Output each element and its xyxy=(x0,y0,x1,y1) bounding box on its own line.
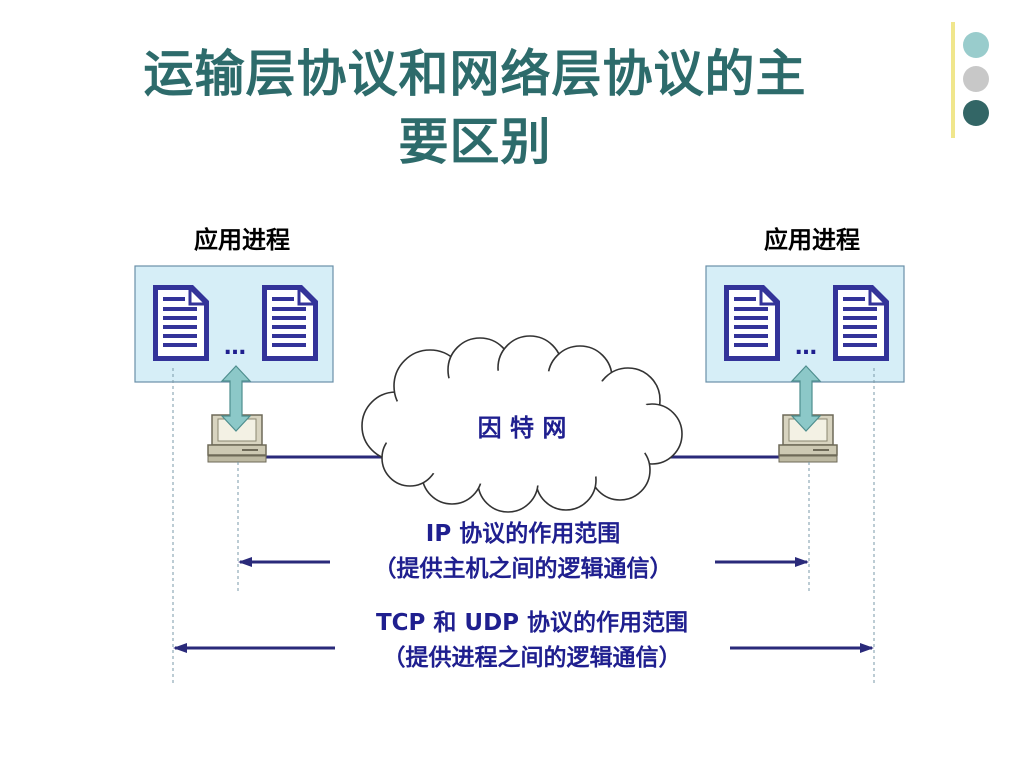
internet-cloud-label: 因 特 网 xyxy=(478,414,567,442)
decorative-dot-dark xyxy=(963,100,989,126)
ip-scope-subtitle: （提供主机之间的逻辑通信） xyxy=(374,555,673,582)
transport-scope-title: TCP 和 UDP 协议的作用范围 xyxy=(376,609,688,636)
internet-cloud-icon xyxy=(361,335,683,513)
right-ellipsis: … xyxy=(795,335,817,360)
right-host-label: 应用进程 xyxy=(764,226,860,254)
decorative-bar xyxy=(951,22,955,138)
ip-scope-title: IP 协议的作用范围 xyxy=(426,520,620,547)
right-document-icon-1 xyxy=(722,283,782,363)
left-ellipsis: … xyxy=(224,335,246,360)
left-host-label: 应用进程 xyxy=(194,226,290,254)
slide-title-line-2: 要区别 xyxy=(398,113,552,171)
transport-scope-subtitle: （提供进程之间的逻辑通信） xyxy=(383,644,682,671)
left-document-icon-2 xyxy=(260,283,320,363)
right-updown-arrow-icon xyxy=(790,365,822,432)
slide-title-line-1: 运输层协议和网络层协议的主 xyxy=(143,45,807,103)
slide-title: 运输层协议和网络层协议的主 要区别 xyxy=(60,40,890,176)
right-document-icon-2 xyxy=(831,283,891,363)
decorative-dot-teal xyxy=(963,32,989,58)
left-document-icon-1 xyxy=(151,283,211,363)
left-updown-arrow-icon xyxy=(220,365,252,432)
decorative-dot-gray xyxy=(963,66,989,92)
